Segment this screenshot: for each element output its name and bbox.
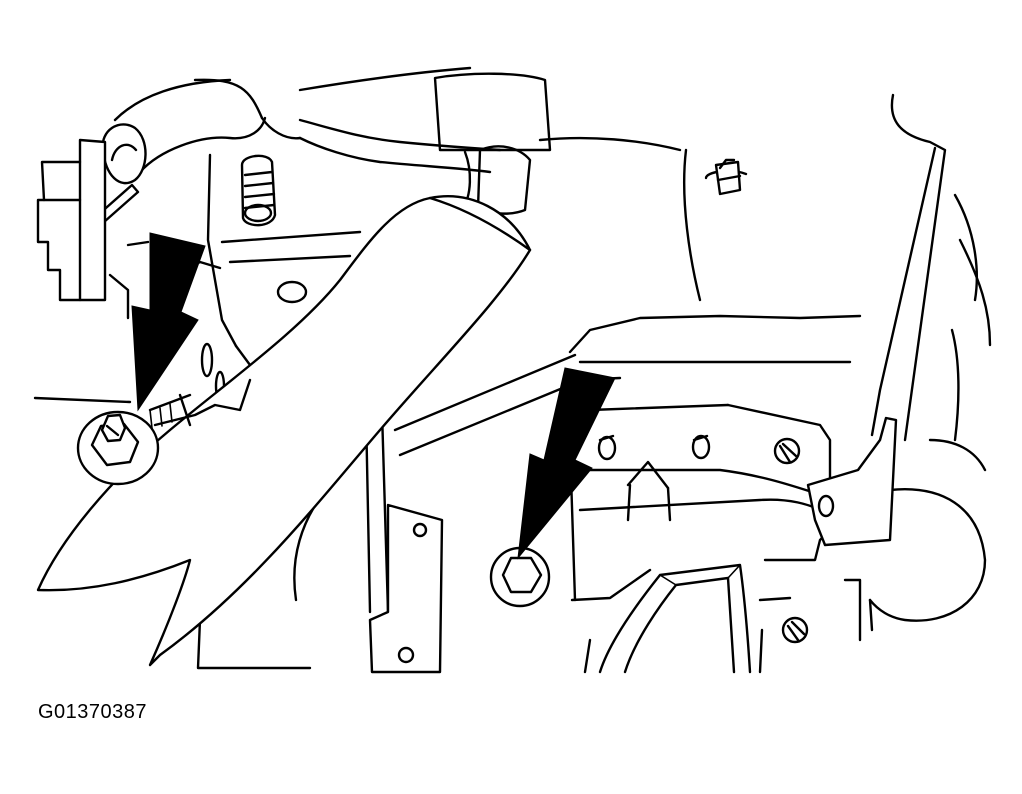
body-panel — [870, 95, 990, 630]
hex-bolt-icon — [78, 412, 158, 484]
hex-plug-icon — [491, 548, 549, 606]
arrow-left-bolt-icon — [132, 233, 205, 410]
large-hose — [38, 196, 530, 665]
lower-bracket — [370, 505, 442, 672]
figure-code: G01370387 — [38, 701, 148, 723]
arrow-right-bolt-icon — [518, 368, 615, 558]
mount-bracket — [808, 418, 896, 545]
hose-clamp — [98, 124, 146, 222]
push-clip — [706, 160, 746, 194]
housing-outline — [35, 68, 860, 668]
case-studs — [599, 436, 807, 642]
upper-hose — [115, 80, 530, 214]
ribbed-stud — [242, 156, 275, 225]
technical-illustration — [0, 0, 1022, 680]
connector-block — [38, 140, 148, 300]
transmission-case — [570, 405, 860, 672]
transmission-pan — [600, 565, 750, 672]
